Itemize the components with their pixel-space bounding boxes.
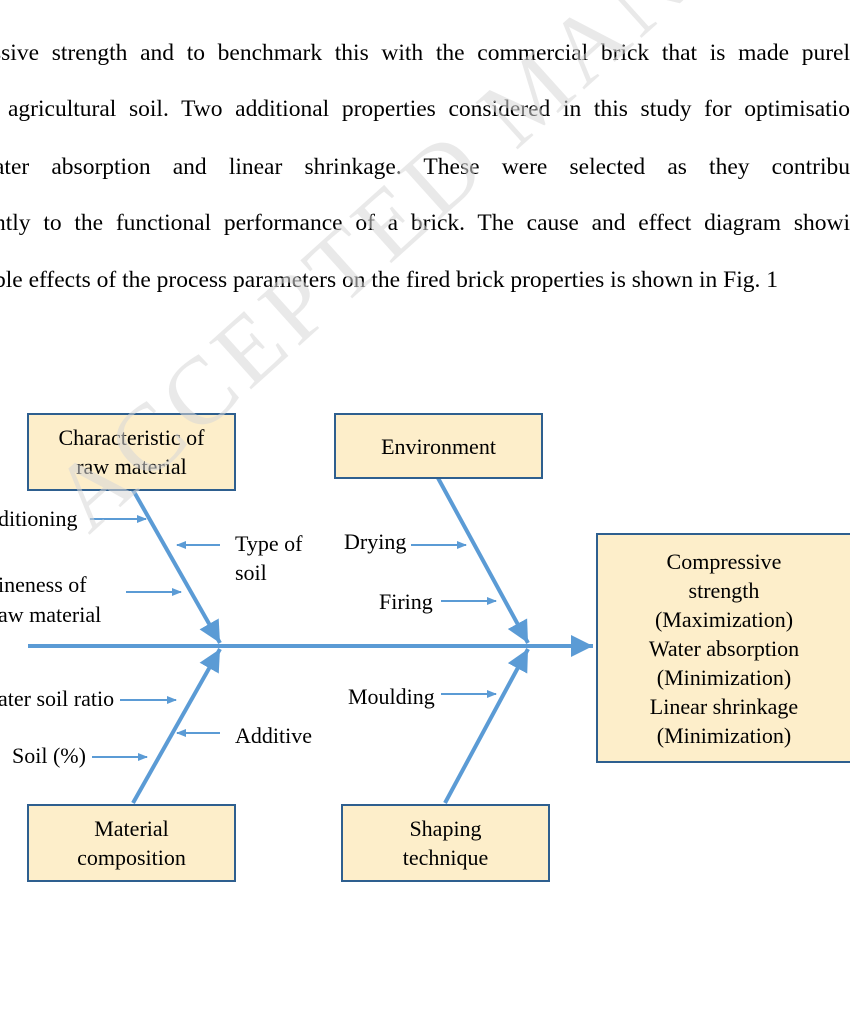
bone-environment (436, 477, 530, 644)
paragraph-line: agricultural soil. Two additional proper… (8, 96, 850, 122)
paragraph-line: ntly to the functional performance of a … (0, 210, 850, 236)
paragraph-line: ssive strength and to benchmark this wit… (0, 40, 850, 66)
paragraph-line: ble effects of the process parameters on… (0, 267, 778, 293)
cause-type-of-soil: Type of soil (235, 531, 303, 585)
cause-drying: Drying (344, 529, 407, 554)
category-material-composition: Material composition (27, 804, 236, 882)
cause-additive: Additive (235, 723, 312, 748)
bone-raw-material (131, 489, 222, 644)
bone-shaping-technique (443, 648, 530, 804)
bone-material-composition (131, 648, 222, 804)
cause-water-soil-ratio: ater soil ratio (0, 686, 115, 711)
category-environment: Environment (334, 413, 543, 479)
cause-soil-percent: Soil (%) (12, 743, 86, 768)
body-paragraph: ssive strength and to benchmark this wit… (0, 0, 850, 300)
paragraph-line: ater absorption and linear shrinkage. Th… (0, 154, 850, 180)
category-raw-material: Characteristic of raw material (27, 413, 236, 491)
category-shaping-technique: Shaping technique (341, 804, 550, 882)
cause-fineness: ineness of aw material (0, 572, 102, 627)
cause-moulding: Moulding (348, 684, 435, 709)
effect-box: Compressive strength (Maximization) Wate… (596, 533, 850, 763)
cause-conditioning: ditioning (0, 506, 78, 531)
cause-firing: Firing (379, 589, 433, 614)
